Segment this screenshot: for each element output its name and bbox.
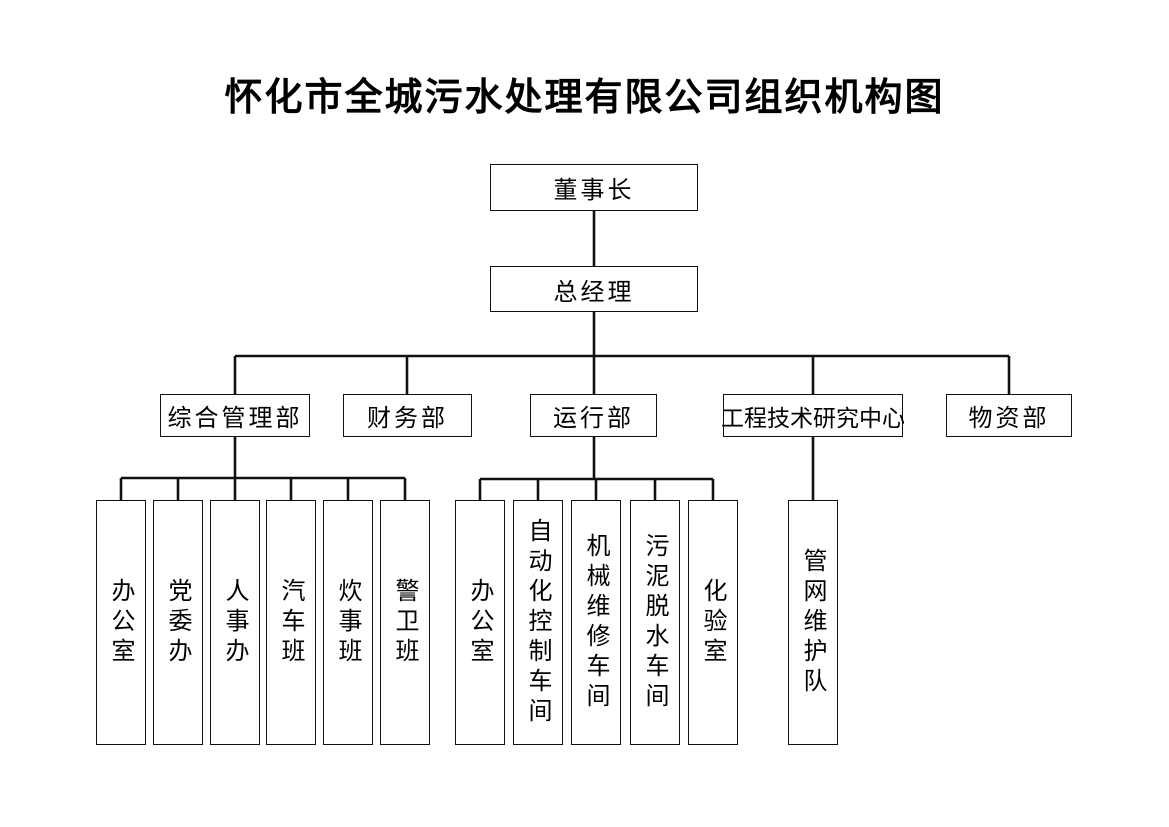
node-unit-sludge-dewatering-workshop[interactable]: 污泥脱水车间 [630,500,680,745]
node-unit-label: 办公室 [466,577,494,668]
node-unit-mechanical-maintenance-workshop[interactable]: 机械维修车间 [571,500,621,745]
node-unit-label: 炊事班 [334,577,362,668]
node-unit-laboratory[interactable]: 化验室 [688,500,738,745]
node-unit-admin-office[interactable]: 办公室 [96,500,146,745]
node-unit-catering-team[interactable]: 炊事班 [323,500,373,745]
node-general-manager[interactable]: 总经理 [490,266,698,312]
node-dept-label: 工程技术研究中心 [721,405,905,432]
node-unit-label: 人事办 [221,577,249,668]
node-unit-label: 自动化控制车间 [524,517,552,728]
node-dept-comprehensive-management[interactable]: 综合管理部 [160,394,310,437]
node-unit-label: 化验室 [699,577,727,668]
node-dept-materials[interactable]: 物资部 [946,394,1072,437]
node-unit-label: 机械维修车间 [582,532,610,713]
node-dept-engineering-research-center[interactable]: 工程技术研究中心 [721,394,905,437]
node-unit-operations-office[interactable]: 办公室 [455,500,505,745]
node-dept-label: 物资部 [968,404,1050,432]
node-chairman[interactable]: 董事长 [490,164,698,211]
node-dept-operations[interactable]: 运行部 [530,394,657,437]
node-dept-label: 运行部 [553,404,634,432]
node-unit-vehicle-team[interactable]: 汽车班 [266,500,316,745]
node-unit-label: 管网维护队 [799,547,827,698]
node-unit-automation-control-workshop[interactable]: 自动化控制车间 [513,500,563,745]
node-chairman-label: 董事长 [553,176,635,204]
node-unit-security-team[interactable]: 警卫班 [380,500,430,745]
node-unit-label: 汽车班 [277,577,305,668]
page-title: 怀化市全城污水处理有限公司组织机构图 [224,74,945,119]
node-unit-pipeline-maintenance-team[interactable]: 管网维护队 [788,500,838,745]
node-unit-party-committee-office[interactable]: 党委办 [153,500,203,745]
node-unit-label: 党委办 [164,577,192,668]
node-dept-finance[interactable]: 财务部 [343,394,472,437]
node-unit-label: 污泥脱水车间 [641,532,669,713]
node-dept-label: 财务部 [367,404,448,432]
node-unit-label: 警卫班 [391,577,419,668]
node-dept-label: 综合管理部 [167,404,303,432]
node-unit-label: 办公室 [107,577,135,668]
node-unit-personnel-office[interactable]: 人事办 [210,500,260,745]
node-general-manager-label: 总经理 [553,277,635,306]
